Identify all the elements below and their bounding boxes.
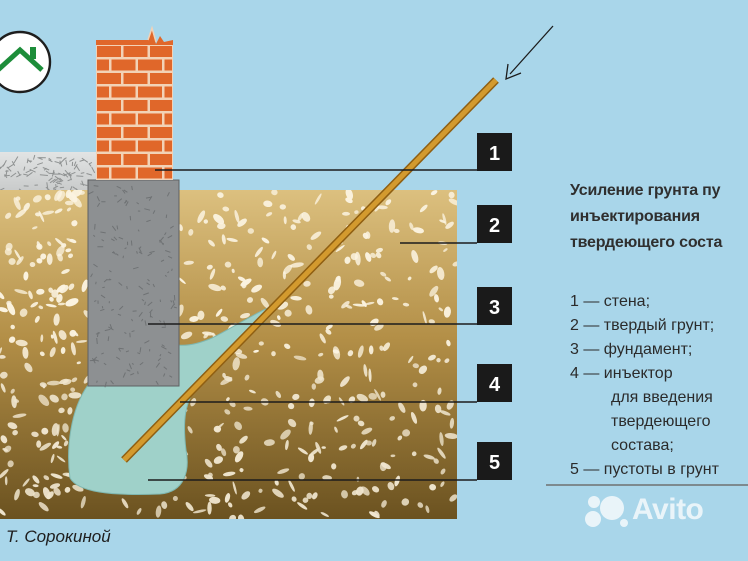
legend-item-text: — пустоты в грунт: [583, 461, 719, 478]
leader-lines: [148, 169, 477, 481]
legend-item-text: — фундамент;: [583, 341, 693, 358]
legend-item-number: 4: [570, 365, 584, 382]
label-box-4: 4: [477, 364, 512, 402]
legend-divider: [546, 484, 748, 486]
label-number: 1: [489, 143, 500, 165]
house-icon: [0, 46, 44, 72]
gravel-hatch: [0, 154, 99, 196]
brick-wall: [96, 25, 173, 180]
legend-item-number: 2: [570, 317, 584, 334]
author-credit: Т. Сорокиной: [6, 527, 111, 546]
watermark-text: Avito: [632, 493, 704, 526]
legend-item-number: 3: [570, 341, 584, 358]
legend-item-text: — инъектор: [583, 365, 673, 382]
avito-watermark: Avito: [582, 490, 704, 530]
legend-item-text: — стена;: [583, 293, 651, 310]
avito-dots-icon: [585, 496, 628, 527]
label-number: 4: [489, 374, 501, 396]
legend-title-line-2: инъектирования: [570, 208, 700, 225]
legend-title-line-3: твердеющего соста: [570, 234, 723, 251]
legend-items: 1 — стена;2 — твердый грунт;3 — фундамен…: [570, 290, 748, 482]
legend-item-3: 3 — фундамент;: [570, 338, 748, 362]
legend-item-1: 1 — стена;: [570, 290, 748, 314]
legend-item-5: 5 — пустоты в грунт: [570, 458, 748, 482]
legend-item-continuation: твердеющего: [611, 413, 711, 430]
label-number: 3: [489, 297, 500, 319]
label-box-3: 3: [477, 287, 512, 325]
legend-item-2: 2 — твердый грунт;: [570, 314, 748, 338]
legend-title: Усиление грунта пу инъектирования тверде…: [570, 178, 748, 256]
label-box-2: 2: [477, 205, 512, 243]
foundation-block: [87, 179, 180, 387]
legend-item-continuation: для введения: [611, 389, 713, 406]
legend-title-line-1: Усиление грунта пу: [570, 182, 721, 199]
label-box-5: 5: [477, 442, 512, 480]
legend-item-number: 1: [570, 293, 584, 310]
foundation-texture: [88, 185, 177, 388]
legend-item-text: — твердый грунт;: [583, 317, 715, 334]
legend-item-continuation: состава;: [611, 437, 674, 454]
label-number: 2: [489, 215, 500, 237]
legend-item-4: 4 — инъектор для введения твердеющего соста…: [570, 362, 748, 458]
label-box-1: 1: [477, 133, 512, 171]
injection-arrow: [505, 25, 554, 81]
legend: Усиление грунта пу инъектирования тверде…: [570, 178, 748, 482]
label-number: 5: [489, 452, 500, 474]
legend-item-number: 5: [570, 461, 584, 478]
site-logo: [0, 30, 52, 94]
